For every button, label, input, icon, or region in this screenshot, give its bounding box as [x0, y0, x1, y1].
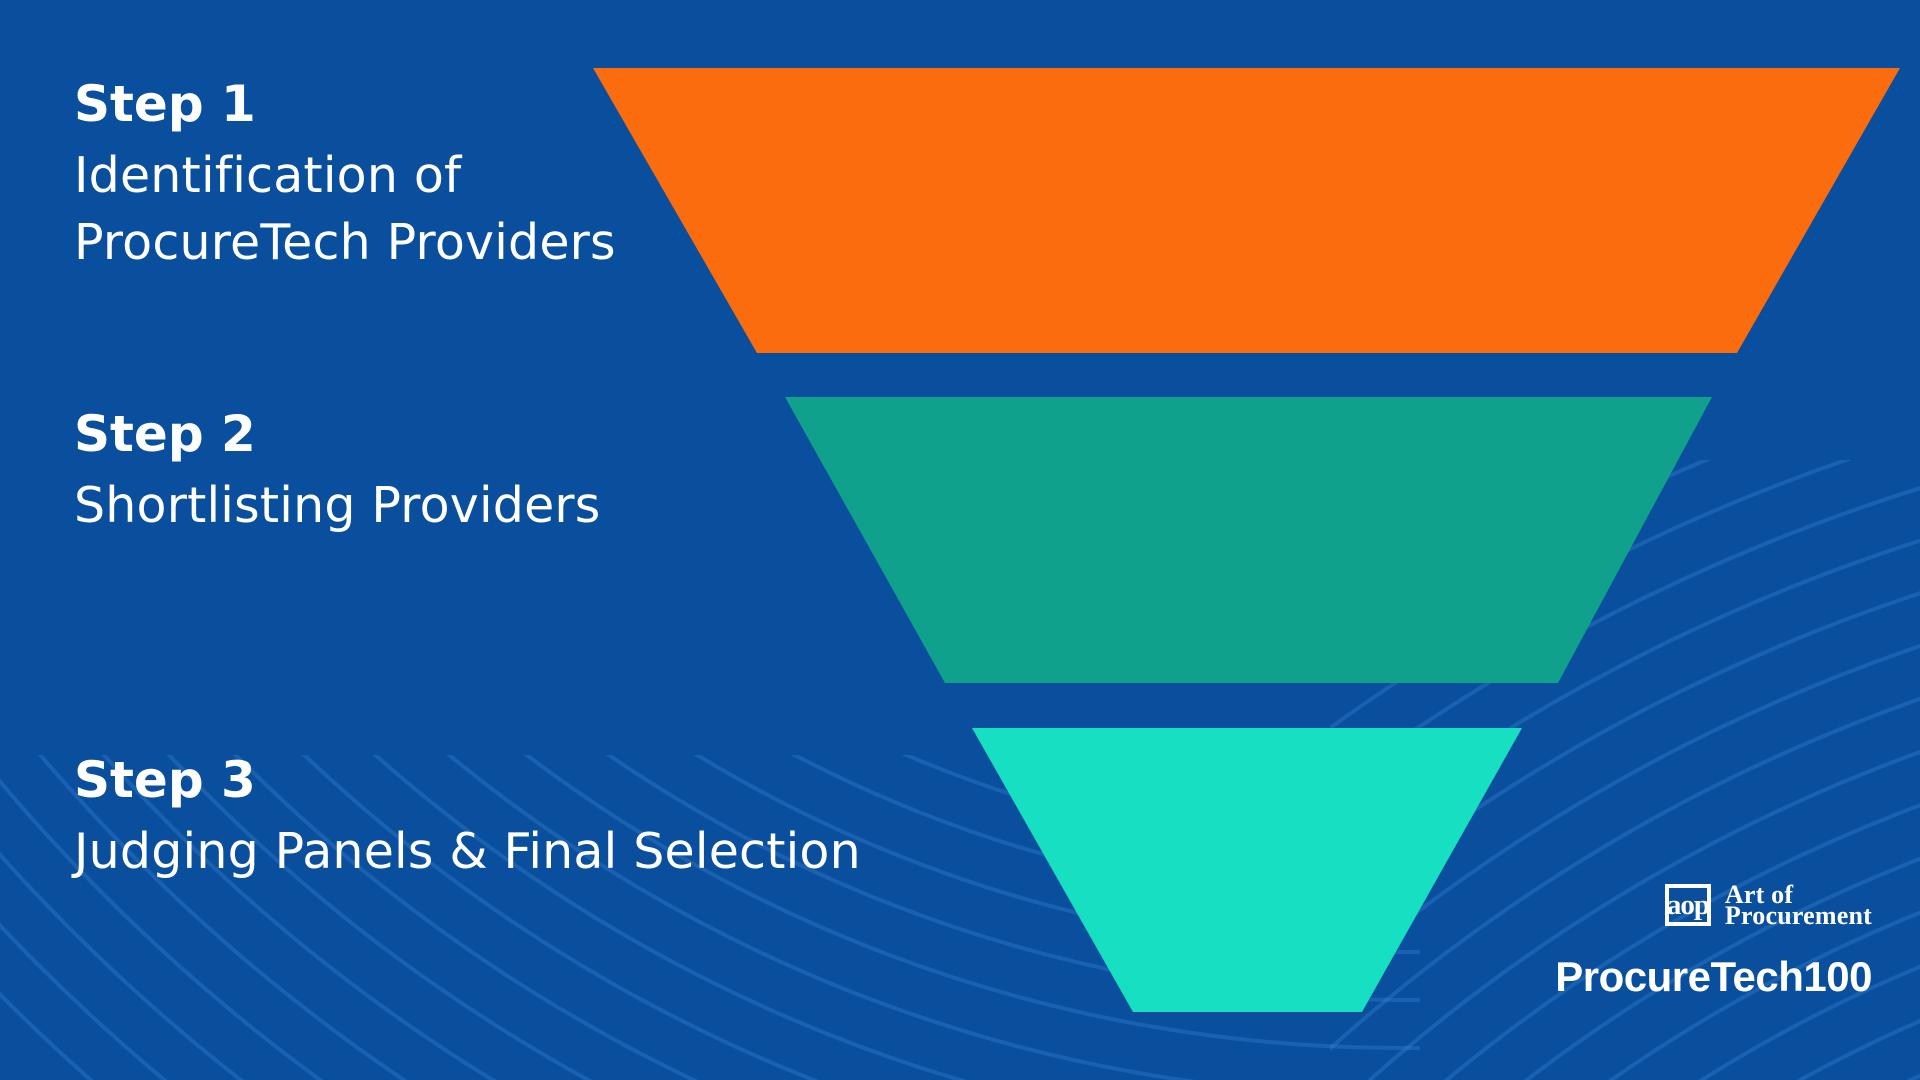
step-1-description-line-1: Identification of — [74, 147, 462, 204]
step-2-description-line-1: Shortlisting Providers — [74, 477, 601, 534]
step-2-description: Shortlisting Providers — [74, 472, 600, 539]
wave-line — [694, 755, 1420, 954]
step-3-description-line-1: Judging Panels & Final Selection — [74, 823, 861, 880]
step-2-label-group: Step 2 Shortlisting Providers — [74, 404, 600, 539]
wave-line — [523, 755, 1420, 1050]
funnel-step-3-shape — [972, 728, 1522, 1012]
step-2-title: Step 2 — [74, 405, 256, 463]
funnel-step-2-shape — [785, 397, 1712, 683]
funnel-step-1-shape — [593, 68, 1900, 353]
step-1-title: Step 1 — [74, 75, 256, 133]
brand-line-1: Art of — [1724, 880, 1794, 909]
brand-block: aop Art of Procurement ProcureTech100 — [1555, 880, 1872, 1000]
procuretech100-wordmark: ProcureTech100 — [1555, 953, 1872, 1000]
art-of-procurement-wordmark: Art of Procurement — [1724, 880, 1872, 930]
step-1-label-group: Step 1 Identification of ProcureTech Pro… — [74, 74, 616, 276]
step-3-label-group: Step 3 Judging Panels & Final Selection — [74, 750, 861, 885]
step-1-description: Identification of ProcureTech Providers — [74, 142, 616, 276]
art-of-procurement-logo: aop Art of Procurement — [1664, 880, 1872, 930]
step-3-description: Judging Panels & Final Selection — [74, 818, 861, 885]
aop-logo-text: aop — [1666, 888, 1710, 921]
wave-line — [605, 755, 1420, 1002]
brand-line-2: Procurement — [1724, 901, 1872, 930]
step-3-title: Step 3 — [74, 751, 256, 809]
step-1-description-line-2: ProcureTech Providers — [74, 214, 616, 271]
aop-logo-icon: aop — [1664, 884, 1711, 926]
